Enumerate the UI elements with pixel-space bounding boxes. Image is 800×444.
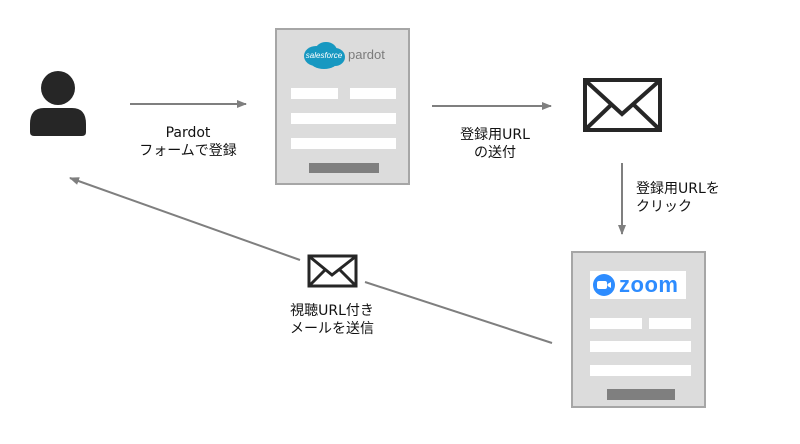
pardot-field-company [291,138,396,149]
label-send-reg-url: 登録用URL の送付 [440,126,550,162]
zoom-camera-glyph [597,281,611,289]
pardot-field-email [291,113,396,124]
label-send-reg-url-line1: 登録用URL [460,127,530,143]
user-icon [30,71,86,136]
zoom-submit-button [607,389,675,400]
pardot-field-first-name [291,88,338,99]
zoom-logo: zoom [590,271,686,299]
label-send-viewing-mail-line1: 視聴URL付き [290,303,374,319]
pardot-wordmark: pardot [348,47,385,62]
pardot-field-last-name [350,88,396,99]
label-click-reg-url: 登録用URLを クリック [636,180,720,216]
label-send-viewing-mail: 視聴URL付き メールを送信 [272,302,392,338]
pardot-form: salesforce pardot [275,28,410,185]
label-click-reg-url-line2: クリック [636,199,692,215]
zoom-field-email [590,341,691,352]
salesforce-wordmark: salesforce [305,50,343,60]
zoom-wordmark: zoom [619,272,679,297]
envelope-icon [583,78,662,132]
zoom-field-company [590,365,691,376]
label-pardot-register: Pardot フォームで登録 [128,124,248,160]
salesforce-cloud-icon [304,42,345,69]
label-send-reg-url-line2: の送付 [474,145,516,161]
label-send-viewing-mail-line2: メールを送信 [290,321,374,337]
label-pardot-register-line1: Pardot [165,125,211,141]
label-pardot-register-line2: フォームで登録 [139,143,237,159]
zoom-camera-icon [593,274,615,296]
small-envelope-icon [307,254,358,288]
zoom-form: zoom [571,251,706,408]
pardot-submit-button [309,163,379,173]
salesforce-logo: salesforce [302,40,346,70]
zoom-field-first-name [590,318,642,329]
label-click-reg-url-line1: 登録用URLを [636,181,720,197]
arrow-mail-to-user [69,177,301,261]
arrow-zoom-to-mail-segment [364,281,553,344]
zoom-field-last-name [649,318,691,329]
